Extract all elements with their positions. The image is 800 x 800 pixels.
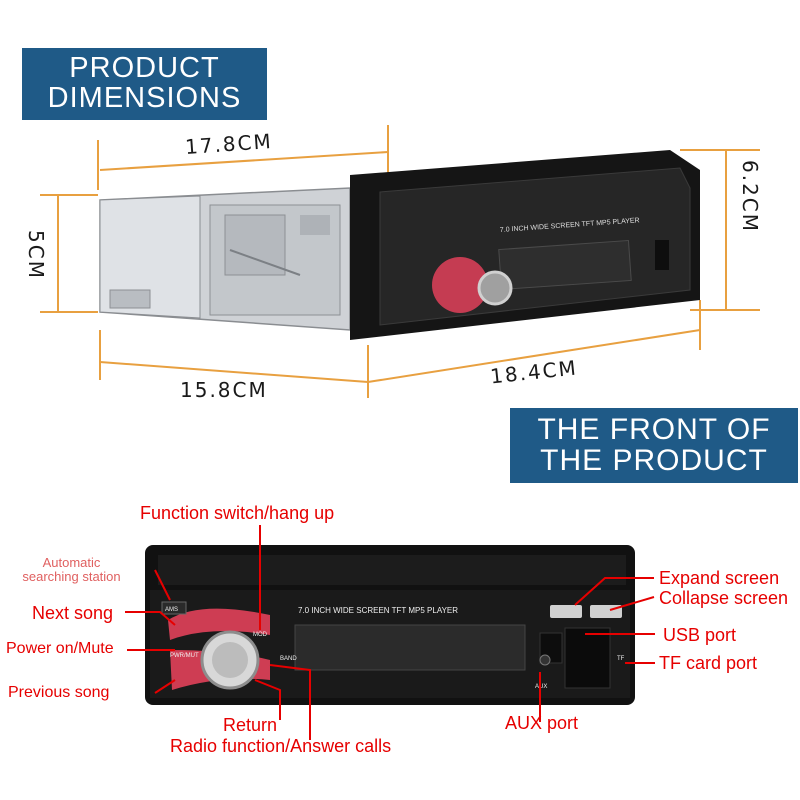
banner-line-2: THE PRODUCT — [540, 443, 768, 477]
right-height-dimension: 6.2CM — [738, 160, 762, 234]
callout-next-song: Next song — [32, 603, 114, 623]
left-height-dimension: 5CM — [24, 230, 48, 280]
callout-collapse-screen: Collapse screen — [659, 588, 789, 608]
chassis-length-dimension: 15.8CM — [180, 378, 268, 402]
banner-line-1: PRODUCT — [69, 52, 220, 84]
callout-usb-port: USB port — [663, 625, 737, 645]
callout-tf-card-port: TF card port — [659, 653, 758, 673]
top-width-line — [99, 151, 389, 171]
total-length-line — [367, 329, 701, 383]
metal-chassis — [99, 187, 351, 331]
screen-label-text: 7.0 INCH WIDE SCREEN TFT MP5 PLAYER — [298, 606, 458, 615]
callout-power-mute: Power on/Mute — [6, 640, 114, 657]
front-face-unit: 7.0 INCH WIDE SCREEN TFT MP5 PLAYER — [350, 150, 700, 340]
callout-automatic-line-2: searching station — [22, 568, 121, 584]
banner-line-1: THE FRONT OF — [537, 413, 771, 446]
front-view-device: AMS PWR/MUT BAND MOD AUX TF 7.0 INCH WID… — [145, 545, 635, 705]
callout-radio-answer: Radio function/Answer calls — [170, 736, 392, 756]
callout-function-switch: Function switch/hang up — [140, 503, 335, 523]
band-text: BAND — [280, 656, 297, 662]
callout-aux-port: AUX port — [505, 713, 579, 733]
front-of-product-banner: THE FRONT OF THE PRODUCT — [510, 408, 798, 483]
aux-text: AUX — [535, 684, 547, 690]
callout-return: Return — [223, 715, 278, 735]
pwr-text: PWR/MUT — [170, 653, 199, 659]
callout-expand-screen: Expand screen — [659, 568, 780, 588]
banner-line-2: DIMENSIONS — [47, 81, 242, 114]
chassis-length-line — [99, 361, 369, 383]
callout-lines — [125, 525, 655, 740]
product-dimensions-banner: PRODUCT DIMENSIONS — [22, 48, 267, 120]
callout-automatic-search: Automatic searching station — [4, 556, 139, 583]
callout-automatic-line-1: Automatic — [42, 555, 101, 570]
tf-text: TF — [617, 656, 625, 662]
callout-previous-song: Previous song — [8, 684, 110, 701]
dimension-lines — [40, 125, 760, 398]
mod-text: MOD — [253, 632, 268, 638]
ams-text: AMS — [165, 607, 178, 613]
